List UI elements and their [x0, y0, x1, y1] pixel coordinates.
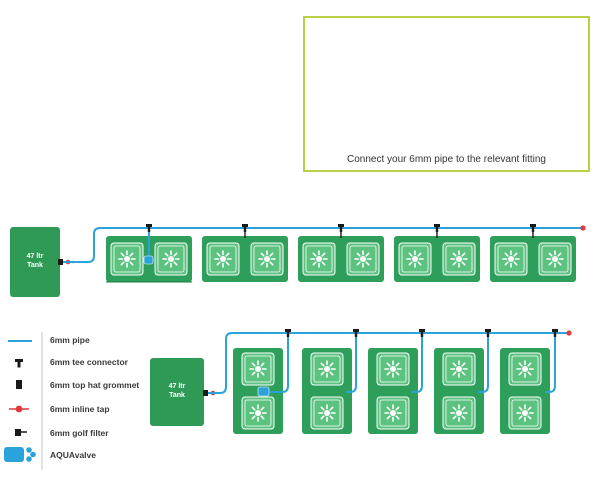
aquavalve-icon [143, 255, 154, 265]
tray-5 [490, 236, 576, 282]
tank-word: Tank [169, 392, 185, 399]
grommet-icon [16, 380, 22, 389]
legend-icons [4, 332, 43, 470]
supply-pipe [208, 332, 568, 394]
tank-capacity: 47 ltr [168, 383, 186, 390]
legend-label-tee: 6mm tee connector [50, 357, 128, 367]
fittings-panel: Connect your 6mm pipe to the relevant fi… [303, 16, 590, 172]
tank-label: 47 ltr Tank [150, 382, 204, 400]
aquavalve-icon [257, 386, 270, 397]
fittings-caption: Connect your 6mm pipe to the relevant fi… [347, 154, 546, 165]
golf-filter-icon [58, 259, 63, 265]
golf-filter-icon [15, 429, 27, 436]
legend-label-aquavalve: AQUAvalve [50, 450, 96, 460]
legend-label-pipe: 6mm pipe [50, 335, 90, 345]
tray-8 [368, 348, 418, 434]
end-tap-icon [580, 225, 586, 231]
drop-pipes [270, 333, 556, 393]
tank-word: Tank [27, 262, 43, 269]
tank-capacity: 47 ltr [26, 253, 44, 260]
inline-tap-icon [9, 405, 29, 413]
aquavalve-icon [4, 447, 36, 462]
tray-4 [394, 236, 480, 282]
system-row-2 [150, 329, 572, 434]
tray-3 [298, 236, 384, 282]
tee-connector-icon [15, 359, 23, 368]
legend-label-filter: 6mm golf filter [50, 428, 109, 438]
water-tank [10, 227, 60, 297]
end-tap-icon [566, 330, 572, 336]
legend-label-tap: 6mm inline tap [50, 404, 110, 414]
tank-label: 47 ltr Tank [10, 252, 60, 270]
golf-filter-icon [203, 390, 208, 396]
system-row-1 [10, 224, 586, 297]
tray-10 [500, 348, 550, 434]
legend-label-grommet: 6mm top hat grommet [50, 380, 140, 390]
tray-9 [434, 348, 484, 434]
supply-pipe [63, 227, 582, 263]
tray-2 [202, 236, 288, 282]
water-tank [150, 358, 204, 426]
tray-7 [302, 348, 352, 434]
